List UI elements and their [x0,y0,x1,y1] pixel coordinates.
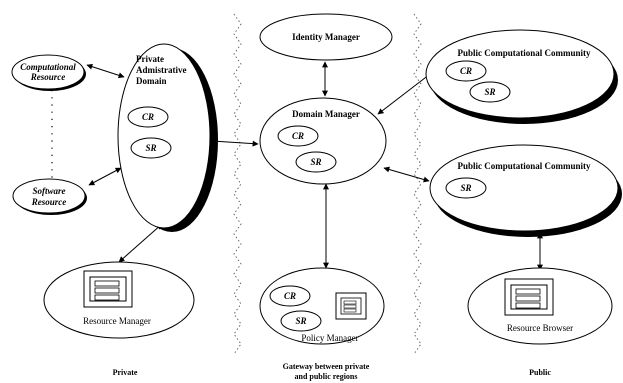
resource-browser-icon [504,278,554,316]
policy-cr-label: CR [284,291,296,301]
resource-manager-icon [83,270,133,308]
computational-resource-label-1: Computational [20,62,76,72]
private-sr-bubble [130,137,172,159]
resource-manager-node: Resource Manager [43,261,195,339]
private-cr-label: CR [142,112,154,122]
software-resource-label-2: Resource [31,197,67,207]
resource-manager-label: Resource Manager [83,316,151,326]
region-label-gateway-1: Gateway between private [283,362,370,371]
public2-sr-bubble [445,177,487,199]
private-cr-bubble [127,106,169,128]
arrow-domain-manager-to-public-2 [383,166,430,183]
resource-browser-label: Resource Browser [507,323,573,333]
policy-cr-bubble [269,285,311,307]
arrow-domain-manager-to-public-1 [377,70,435,115]
public1-sr-label: SR [484,87,495,97]
public-community-1-node: Public Computational Community CR SR [425,29,618,124]
public1-sr-bubble [469,81,511,103]
public2-sr-label: SR [460,183,471,193]
public-community-2-label: Public Computational Community [457,161,591,171]
domain-manager-node: Domain Manager CR SR [259,97,387,185]
arrow-soft-resource-to-domain [88,167,122,186]
region-label-private: Private [113,368,138,377]
region-divider-left [233,13,242,355]
policy-sr-label: SR [295,316,306,326]
policy-sr-bubble [280,310,322,332]
region-label-gateway-2: and public regions [295,372,358,381]
private-domain-node: Private Admistrative Domain CR SR [117,43,218,232]
software-resource-node: Software Resource [12,178,87,215]
domain-sr-label: SR [310,157,321,167]
region-divider-right [413,13,422,355]
domain-sr-bubble [295,151,337,173]
identity-manager-node: Identity Manager [259,13,393,61]
public-community-1-label: Public Computational Community [457,48,591,58]
private-sr-label: SR [145,143,156,153]
public1-cr-label: CR [460,66,472,76]
public1-cr-bubble [445,60,487,82]
identity-manager-label: Identity Manager [292,32,360,42]
private-domain-label-3: Domain [136,76,167,86]
arrow-comp-resource-to-domain [86,63,125,79]
resource-browser-node: Resource Browser [467,267,613,345]
public-community-2-node: Public Computational Community SR [429,144,622,237]
private-domain-label-2: Admistrative [136,65,187,75]
policy-manager-label: Policy Manager [301,333,358,343]
private-domain-label-1: Private [136,54,164,64]
software-resource-label-1: Software [32,186,65,196]
computational-resource-label-2: Resource [30,72,66,82]
policy-manager-node: CR SR Policy Manager [259,267,385,345]
domain-cr-label: CR [292,131,304,141]
connectors [86,61,543,271]
domain-cr-bubble [277,125,319,147]
domain-manager-label: Domain Manager [292,109,360,119]
computational-resource-node: Computational Resource [11,54,86,91]
arrow-private-domain-to-resource-manager [118,223,163,263]
policy-manager-icon [335,292,367,320]
arrow-private-domain-to-domain-manager [211,138,259,147]
region-label-public: Public [529,368,551,377]
